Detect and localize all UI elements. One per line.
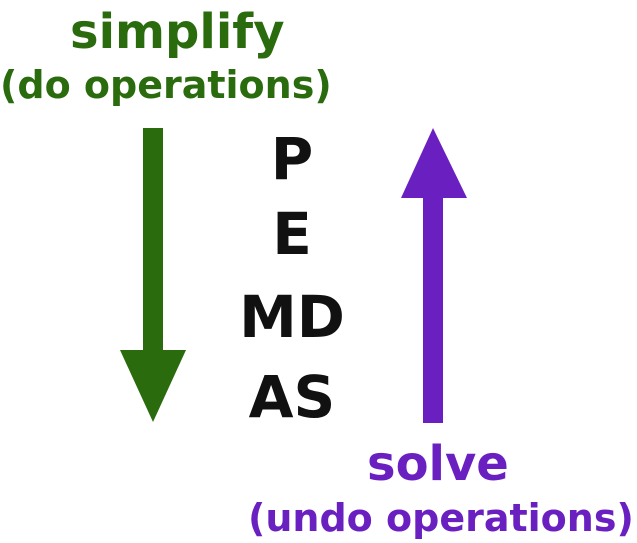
simplify-subtitle: (do operations) — [0, 63, 332, 107]
simplify-title: simplify — [70, 4, 285, 60]
simplify-down-arrow — [120, 128, 186, 422]
pemdas-row-p: P — [270, 125, 314, 193]
pemdas-row-as: AS — [248, 363, 336, 431]
solve-title: solve — [367, 436, 509, 492]
pemdas-row-e: E — [272, 200, 312, 268]
pemdas-row-md: MD — [239, 283, 345, 351]
solve-subtitle: (undo operations) — [248, 496, 634, 540]
solve-up-arrow — [401, 128, 467, 423]
